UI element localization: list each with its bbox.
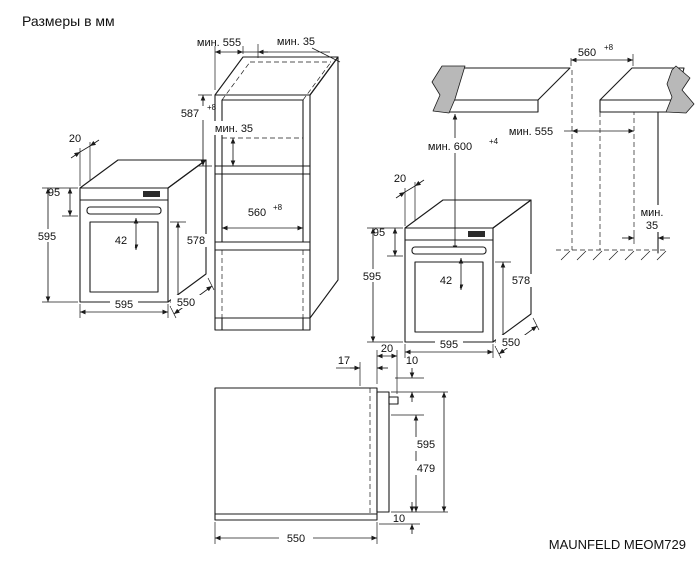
worktop-left-front: [445, 99, 539, 113]
dim-tall-niche-height-tol: +8: [207, 103, 217, 112]
side-view-handle: [388, 396, 399, 405]
dim-base-rear-gap-word: мин.: [641, 207, 664, 219]
dim-base-height-tol: +4: [489, 137, 499, 146]
worktop-right-break: [665, 65, 695, 114]
tall-cabinet-front: [214, 94, 311, 331]
dim-base-niche-width-tol: +8: [604, 43, 614, 52]
dim-tall-rear-gap-min: мин. 35: [277, 36, 315, 48]
dim-tall-vent-gap-min: мин. 35: [215, 123, 253, 135]
tall-cabinet-shelves: [214, 165, 311, 251]
dim-side-top-gap: 10: [406, 355, 418, 367]
model-label: MAUNFELD MEOM729: [548, 537, 686, 552]
dim-side-door-depth: 17: [338, 355, 350, 367]
oven-left: [33, 133, 214, 318]
base-cabinet-floor-hatch: [560, 250, 667, 261]
tall-cabinet-drawing: [214, 56, 339, 331]
page-title: Размеры в мм: [22, 13, 115, 29]
dim-base-height-min: мин. 600: [428, 141, 472, 153]
dim-side-bottom-gap: 10: [393, 513, 405, 525]
base-cabinet-dimensions: 560 +8 мин. 600 +4 мин. 555 мин. 35: [414, 43, 670, 252]
tall-cabinet-dimensions: мин. 555 мин. 35 587 +8 мин. 35 560 +8: [172, 36, 341, 231]
dim-tall-depth-min: мин. 555: [197, 37, 241, 49]
dim-base-rear-gap-value: 35: [646, 220, 658, 232]
dim-tall-niche-height: 587: [181, 108, 199, 120]
tall-cabinet-plinth: [214, 317, 311, 331]
worktop-right-front: [599, 99, 677, 113]
dim-tall-niche-width: 560: [248, 207, 266, 219]
side-view-drawing: [214, 387, 399, 521]
dim-tall-niche-width-tol: +8: [273, 203, 283, 212]
side-view-dimensions: 20 17 10 595 479 10 550: [214, 343, 448, 545]
dim-base-niche-width: 560: [578, 47, 596, 59]
tall-cabinet-hidden-lines: [221, 61, 332, 318]
tall-cabinet-top-face: [214, 56, 339, 96]
dim-base-depth-min: мин. 555: [509, 126, 553, 138]
dim-side-inner-height: 479: [417, 463, 435, 475]
side-view-door: [376, 391, 390, 513]
worktop-left-break: [431, 65, 466, 114]
oven-right: [358, 173, 539, 358]
worktop-left-top: [451, 67, 571, 101]
side-view-cabinet: [214, 387, 378, 521]
dim-side-handle-depth: 20: [381, 343, 393, 355]
tall-cabinet-side-face: [309, 56, 339, 319]
dim-side-front-height: 595: [417, 439, 435, 451]
dim-side-depth: 550: [287, 533, 305, 545]
